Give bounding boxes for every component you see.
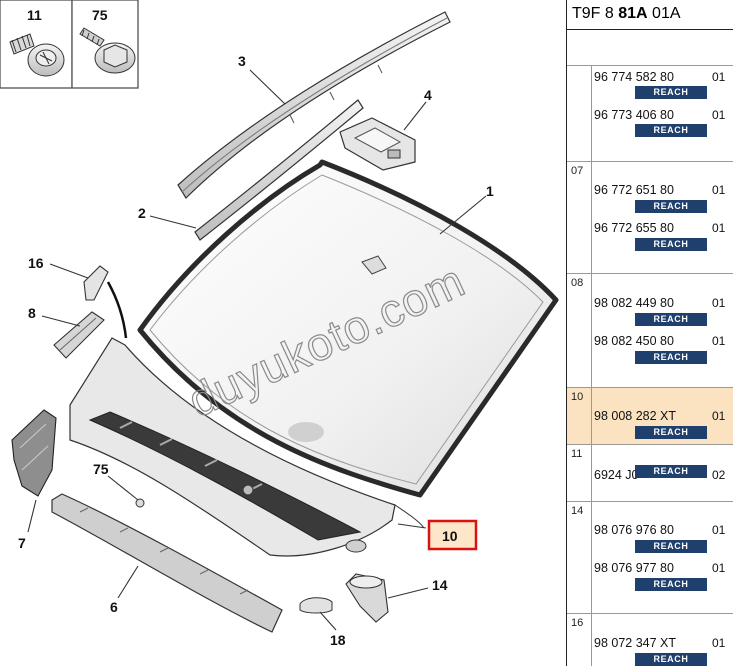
callout-10-highlight[interactable]: 10 — [427, 519, 478, 551]
part-75-screw — [135, 498, 145, 508]
group-number: 08 — [571, 277, 584, 289]
callout-16: 16 — [28, 255, 44, 271]
part-reference[interactable]: 98 072 347 XT — [594, 636, 677, 650]
callout-14: 14 — [432, 577, 448, 593]
part-suffix: 02 — [712, 468, 726, 482]
part-2-lower-moulding — [194, 99, 364, 241]
part-reference[interactable]: 96 774 582 80 — [594, 70, 674, 84]
reach-badge[interactable]: REACH — [635, 200, 707, 213]
part-suffix: 01 — [712, 221, 726, 235]
part-group: 08 98 082 449 80 01 REACH 98 082 450 80 … — [567, 274, 733, 388]
part-reference[interactable]: 98 076 977 80 — [594, 561, 674, 575]
part-reference[interactable]: 96 772 651 80 — [594, 183, 674, 197]
header-prefix: T9F 8 — [572, 5, 619, 22]
part-suffix: 01 — [712, 561, 726, 575]
part-group: 96 774 582 80 01 REACH 96 773 406 80 01 … — [567, 66, 733, 162]
part-suffix: 01 — [712, 108, 726, 122]
part-18-cap — [299, 597, 333, 614]
callout-2: 2 — [138, 205, 146, 221]
group-number: 07 — [571, 165, 584, 177]
leader-lines — [27, 69, 487, 631]
part-4-mirror-bracket — [339, 117, 416, 171]
part-10-cowl-panel — [69, 337, 425, 557]
part-group: 16 98 072 347 XT 01 REACH — [567, 614, 733, 666]
reach-badge[interactable]: REACH — [635, 351, 707, 364]
reach-badge[interactable]: REACH — [635, 653, 707, 666]
callout-3: 3 — [238, 53, 246, 69]
reach-badge[interactable]: REACH — [635, 540, 707, 553]
part-reference[interactable]: 98 082 449 80 — [594, 296, 674, 310]
icon-number-11: 11 — [27, 7, 42, 23]
part-reference[interactable]: 98 076 976 80 — [594, 523, 674, 537]
part-16-trim — [83, 265, 128, 339]
part-3-upper-moulding — [177, 11, 451, 199]
part-suffix: 01 — [712, 636, 726, 650]
part-6-lower-support — [51, 493, 283, 633]
exploded-view-drawing: 11 75 — [0, 0, 559, 648]
part-suffix: 01 — [712, 334, 726, 348]
fastener-icons: 11 75 — [0, 0, 139, 89]
header-bold: 81A — [618, 5, 648, 22]
part-reference[interactable]: 6924 J0 — [594, 468, 639, 482]
page-code-header: T9F 8 81A 01A — [567, 0, 733, 30]
reach-badge[interactable]: REACH — [635, 124, 707, 137]
part-group: 07 96 772 651 80 01 REACH 96 772 655 80 … — [567, 162, 733, 274]
reference-panel: T9F 8 81A 01A 96 774 582 80 01 REACH 96 … — [566, 0, 733, 666]
part-8-clip — [53, 311, 105, 359]
part-reference[interactable]: 98 008 282 XT — [594, 409, 677, 423]
callout-7: 7 — [18, 535, 26, 551]
callout-75: 75 — [93, 461, 109, 477]
screw-clip-icon — [9, 33, 65, 77]
group-number: 14 — [571, 505, 584, 517]
callout-8: 8 — [28, 305, 36, 321]
part-group-highlighted: 10 98 008 282 XT 01 REACH — [567, 388, 733, 445]
reach-badge[interactable]: REACH — [635, 426, 707, 439]
group-number: 16 — [571, 617, 584, 629]
callout-1: 1 — [486, 183, 494, 199]
part-group: 11 6924 J0 REACH 02 — [567, 445, 733, 502]
part-suffix: 01 — [712, 70, 726, 84]
icon-number-75: 75 — [92, 7, 108, 23]
bolt-icon — [79, 27, 136, 74]
part-suffix: 01 — [712, 409, 726, 423]
callout-4: 4 — [424, 87, 432, 103]
part-suffix: 01 — [712, 296, 726, 310]
part-7-side-bracket — [11, 409, 57, 497]
reach-badge[interactable]: REACH — [635, 238, 707, 251]
reach-badge[interactable]: REACH — [635, 86, 707, 99]
panel-top-separator — [567, 65, 733, 66]
reach-badge[interactable]: REACH — [635, 465, 707, 478]
callout-10: 10 — [442, 528, 458, 544]
part-1-windscreen — [137, 159, 559, 498]
callout-6: 6 — [110, 599, 118, 615]
group-number: 10 — [571, 391, 584, 403]
part-14-bracket — [345, 573, 389, 623]
group-number: 11 — [571, 448, 583, 460]
part-suffix: 01 — [712, 523, 726, 537]
reach-badge[interactable]: REACH — [635, 578, 707, 591]
reach-badge[interactable]: REACH — [635, 313, 707, 326]
panel-column-divider — [591, 65, 592, 666]
part-reference[interactable]: 98 082 450 80 — [594, 334, 674, 348]
header-suffix: 01A — [647, 5, 681, 22]
part-group: 14 98 076 976 80 01 REACH 98 076 977 80 … — [567, 502, 733, 614]
parts-diagram: 11 75 — [0, 0, 559, 648]
callout-18: 18 — [330, 632, 346, 648]
part-suffix: 01 — [712, 183, 726, 197]
part-reference[interactable]: 96 772 655 80 — [594, 221, 674, 235]
part-reference[interactable]: 96 773 406 80 — [594, 108, 674, 122]
